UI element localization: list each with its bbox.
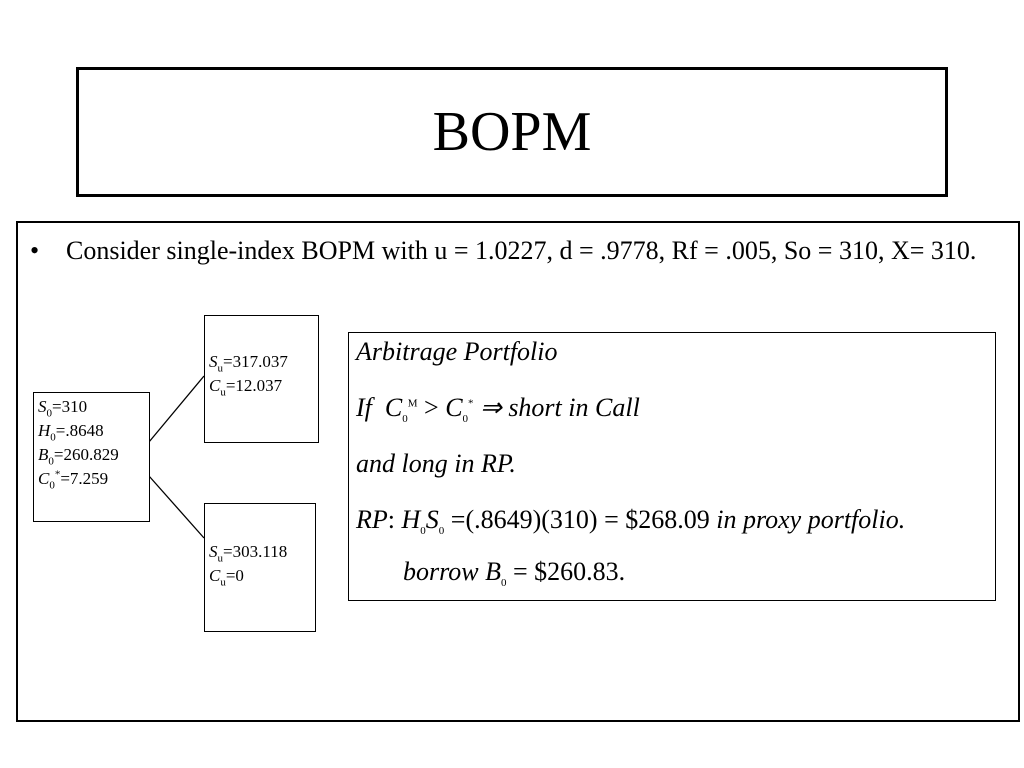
branch-down [148,475,205,539]
tree-down-node: Su=303.118 Cu=0 [204,503,316,632]
branch-up [148,375,205,443]
root-s: S0=310 [38,397,88,420]
arb-borrow: borrow B0 = $260.83. [403,557,626,590]
bullet-text: Consider single-index BOPM with u = 1.02… [66,236,977,265]
root-c: C0*=7.259 [38,468,109,492]
arb-heading: Arbitrage Portfolio [356,337,558,366]
arb-rp-calc: RP: H0S0 =(.8649)(310) = $268.09 in prox… [356,505,906,538]
tree-up-node: Su=317.037 Cu=12.037 [204,315,319,443]
arb-long-rp: and long in RP. [356,449,516,478]
arbitrage-portfolio-box: Arbitrage Portfolio If C0M > C0* ⇒ short… [348,332,996,601]
bullet-marker: • [30,236,40,265]
down-s: Su=303.118 [209,542,288,565]
up-s: Su=317.037 [209,352,288,375]
tree-root-node: S0=310 H0=.8648 B0=260.829 C0*=7.259 [33,392,150,522]
root-b: B0=260.829 [38,445,119,468]
root-h: H0=.8648 [38,421,104,444]
content-box [16,221,1020,722]
down-c: Cu=0 [209,566,244,589]
title-box: BOPM [76,67,948,197]
arb-condition: If C0M > C0* ⇒ short in Call [356,393,640,426]
slide-title: BOPM [432,101,592,163]
up-c: Cu=12.037 [209,376,283,399]
